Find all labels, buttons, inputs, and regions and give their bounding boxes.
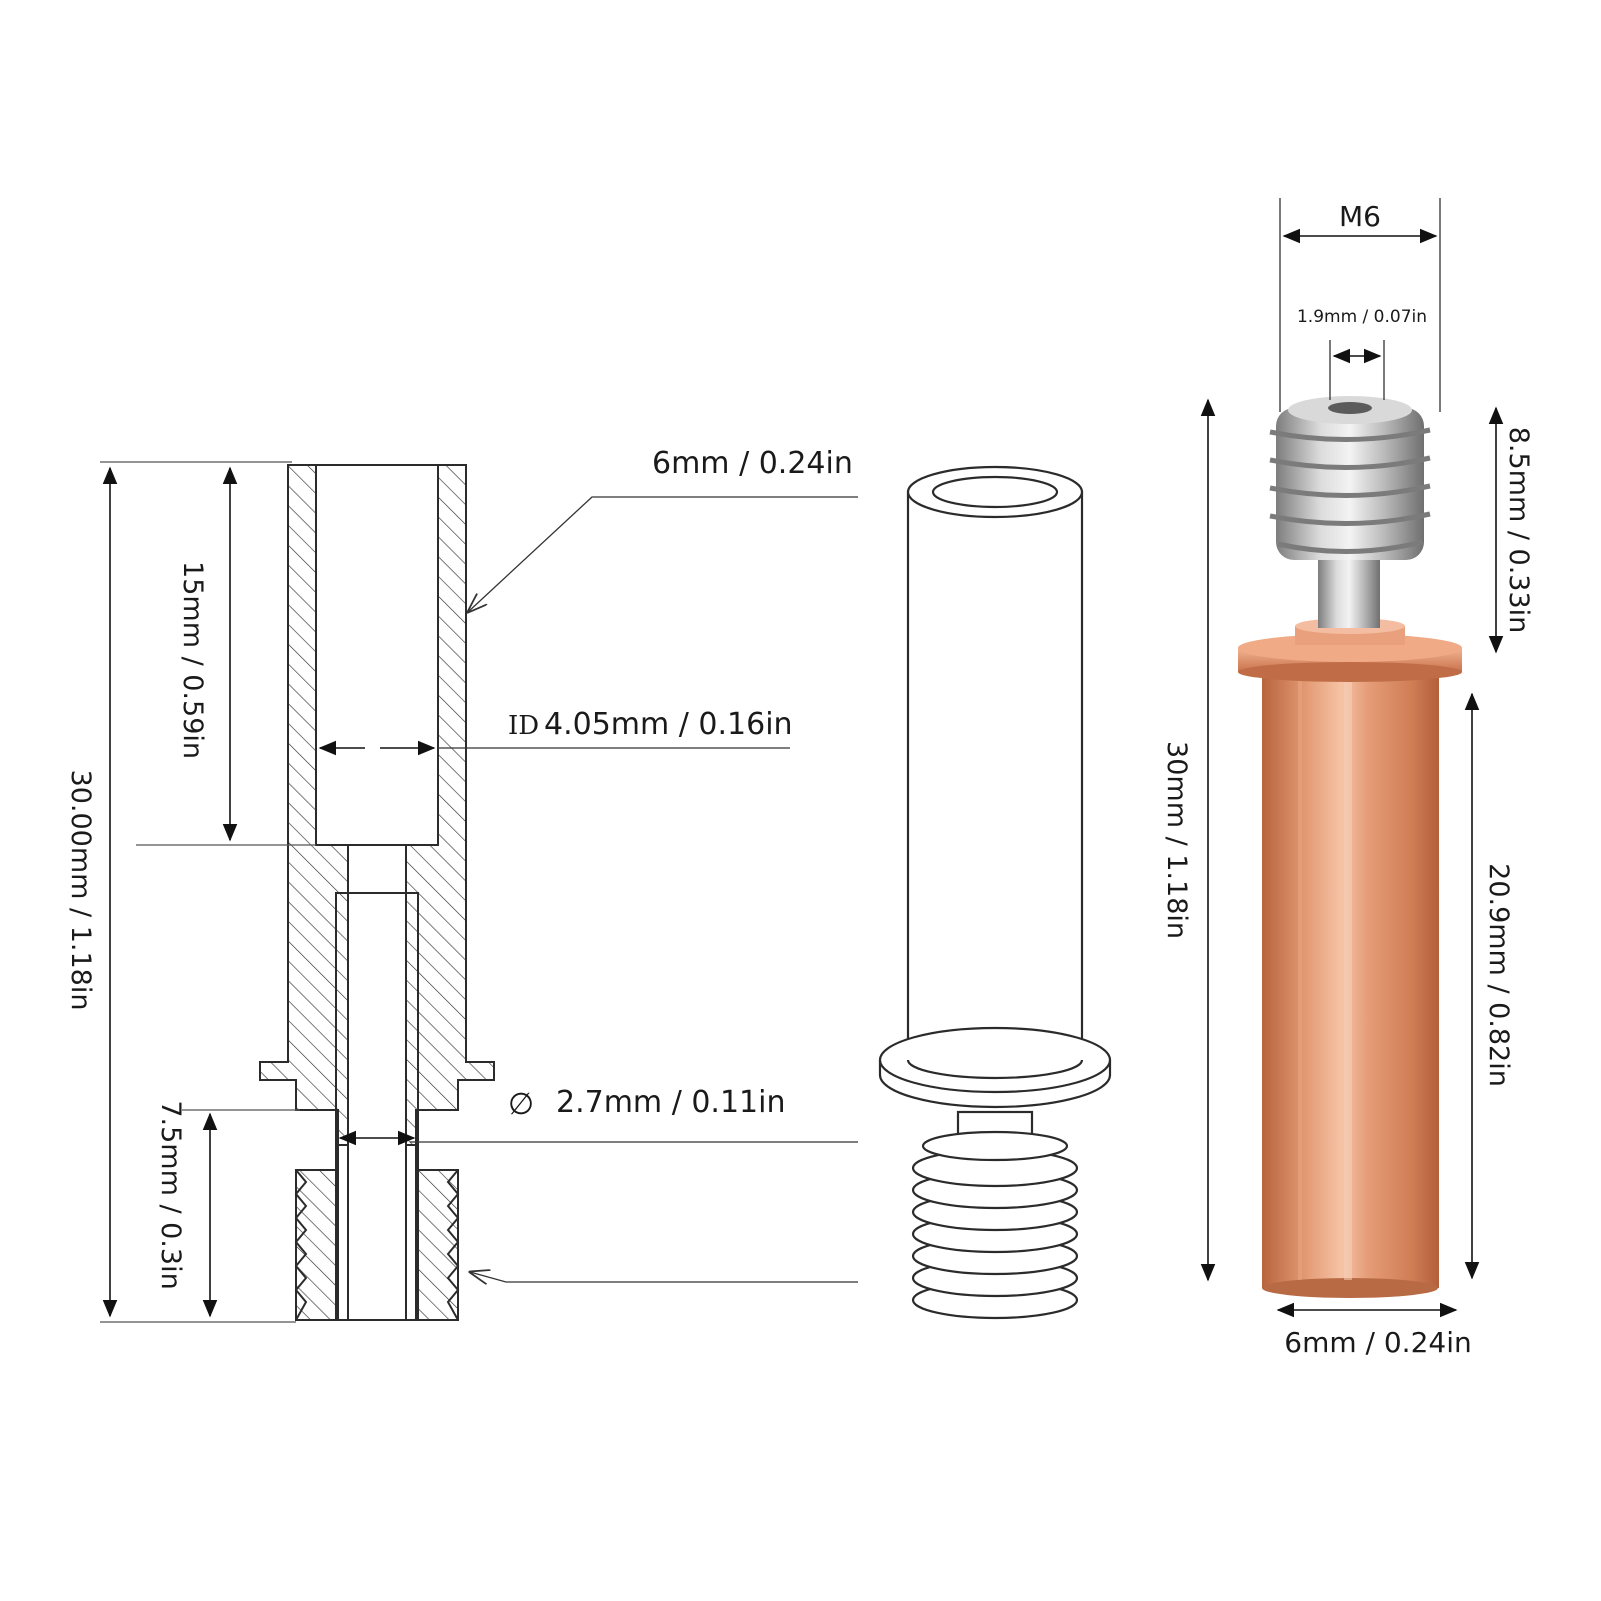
thread-size-label: M6 xyxy=(1339,200,1381,233)
lower-bore xyxy=(347,844,407,1321)
insert-tube xyxy=(335,892,419,1321)
flange-top xyxy=(878,1026,1112,1094)
tube-body xyxy=(906,490,1084,1054)
copper-length-label: 20.9mm / 0.82in xyxy=(1483,863,1514,1087)
copper-bottom xyxy=(1262,1278,1438,1298)
thread-leader xyxy=(470,1272,858,1282)
small-bore-symbol: ∅ xyxy=(508,1087,534,1122)
tube-top-hole xyxy=(931,475,1059,509)
od-leader xyxy=(468,496,858,612)
line-art-drawing xyxy=(878,465,1112,1320)
steel-thread xyxy=(1269,396,1431,560)
hole-diameter-label: 1.9mm / 0.07in xyxy=(1297,307,1427,327)
steel-neck xyxy=(1318,560,1380,628)
inner-diameter-prefix: ID xyxy=(508,711,539,741)
right-thread-teeth xyxy=(446,1169,460,1321)
upper-bore xyxy=(315,464,439,846)
outer-diameter-label: 6mm / 0.24in xyxy=(652,446,853,481)
thread-rings xyxy=(911,1130,1079,1320)
small-bore-label: 2.7mm / 0.11in xyxy=(556,1085,785,1120)
product-total-length-label: 30mm / 1.18in xyxy=(1161,741,1192,939)
product-thread-length-label: 8.5mm / 0.33in xyxy=(1503,427,1534,634)
cross-section-drawing: 30.00mm / 1.18in 15mm / 0.59in 7.5mm / 0… xyxy=(65,446,858,1323)
thread-length-label: 7.5mm / 0.3in xyxy=(155,1100,186,1289)
product-outer-diameter-label: 6mm / 0.24in xyxy=(1284,1326,1471,1359)
inner-diameter-label: 4.05mm / 0.16in xyxy=(544,707,793,742)
left-thread-teeth xyxy=(294,1169,308,1321)
total-length-label: 30.00mm / 1.18in xyxy=(65,770,96,1011)
flange-top-face xyxy=(1238,634,1462,662)
product-render: M6 1.9mm / 0.07in 30mm / 1.18in 8.5mm / … xyxy=(1161,198,1534,1359)
bore-depth-label: 15mm / 0.59in xyxy=(177,561,208,759)
